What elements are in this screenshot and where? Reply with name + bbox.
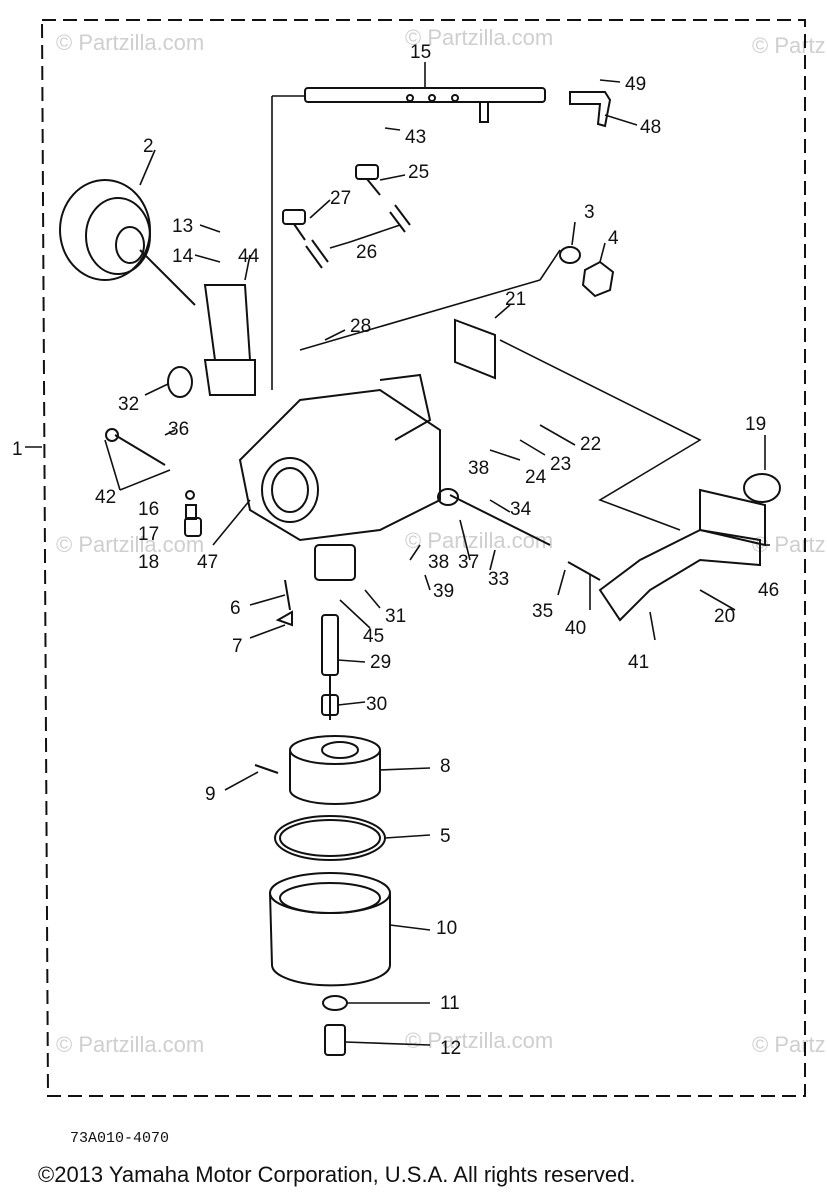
callout-45: 45 [363,626,384,647]
leader-lines [25,62,770,1046]
callout-5: 5 [440,826,451,847]
float-pin-part [254,764,279,774]
watermark: © Partzilla.com [752,33,827,58]
callout-9: 9 [205,784,216,805]
cap-19-part [743,473,781,503]
callout-38a: 38 [468,458,489,479]
watermark: © Partzilla.com [405,1028,553,1053]
watermark: © Partzilla.com [56,1032,204,1057]
callout-2: 2 [143,136,154,157]
callout-47: 47 [197,552,218,573]
callout-18: 18 [138,552,159,573]
float-part [289,735,381,805]
plate-part [454,318,496,380]
callout-3: 3 [584,202,595,223]
plug-18-part [184,517,202,537]
gasket-part [274,815,386,861]
carburetor-body-part [238,373,441,581]
callout-39: 39 [433,581,454,602]
drain-screw-part [324,1024,346,1056]
callout-22: 22 [580,434,601,455]
watermark: © Partzilla.com [405,25,553,50]
watermark: © Partzilla.com [56,30,204,55]
callout-15: 15 [410,42,431,63]
callout-35: 35 [532,601,553,622]
callout-16: 16 [138,499,159,520]
watermark: © Partzilla.com [752,1032,827,1057]
callout-labels: 1 2 3 4 5 6 7 8 9 10 11 12 13 14 15 16 1… [12,42,779,1059]
watermark: © Partzilla.com [56,532,204,557]
callout-34: 34 [510,499,532,520]
screw-36-part [114,434,166,466]
knob-part [167,366,193,398]
callout-13: 13 [172,216,193,237]
callout-38b: 38 [428,552,449,573]
callout-26: 26 [356,242,377,263]
callout-23: 23 [550,454,571,475]
callout-36: 36 [168,419,189,440]
callout-46: 46 [758,580,779,601]
callout-17: 17 [138,524,159,545]
callout-6: 6 [230,598,241,619]
callout-30: 30 [366,694,387,715]
clip-7-part [275,610,293,627]
callout-10: 10 [436,918,457,939]
callout-28: 28 [350,316,371,337]
ball-16-part [185,490,195,500]
diaphragm-part [59,179,196,306]
float-bowl-part [269,872,391,987]
callout-19: 19 [745,414,766,435]
callout-8: 8 [440,756,451,777]
watermark-group: © Partzilla.com © Partzilla.com © Partzi… [56,25,827,1057]
callout-20: 20 [714,606,735,627]
watermark: © Partzilla.com [405,528,553,553]
copyright-notice: ©2013 Yamaha Motor Corporation, U.S.A. A… [38,1162,636,1187]
callout-21: 21 [505,289,526,310]
callout-14: 14 [172,246,194,267]
nut-part [581,260,615,298]
bracket-part [203,284,256,396]
callout-31: 31 [385,606,406,627]
callout-41: 41 [628,652,649,673]
pin-6-part [284,579,291,611]
spring-17-part [185,504,197,520]
throttle-shaft-part [304,87,546,123]
callout-33: 33 [488,569,509,590]
callout-44: 44 [238,246,260,267]
callout-40: 40 [565,618,586,639]
washer-11-part [322,995,348,1011]
jet-part [321,614,339,676]
callout-11: 11 [440,993,460,1014]
callout-4: 4 [608,228,619,249]
bracket-20-part [598,528,761,622]
callout-25: 25 [408,162,429,183]
callout-29: 29 [370,652,391,673]
screws-springs-part [282,164,411,269]
callout-1: 1 [12,439,23,460]
callout-37: 37 [458,552,479,573]
callout-32: 32 [118,394,139,415]
callout-24: 24 [525,467,547,488]
callout-12: 12 [440,1038,461,1059]
shaft-part [449,494,551,546]
callout-48: 48 [640,117,661,138]
callout-49: 49 [625,74,646,95]
washer-part [559,246,581,264]
assembly-border [40,19,806,1097]
callout-27: 27 [330,188,351,209]
lever-48-part [569,91,612,128]
diagram-code: 73A010-4070 [70,1130,170,1147]
callout-42: 42 [95,487,116,508]
callout-43: 43 [405,127,426,148]
callout-7: 7 [232,636,243,657]
